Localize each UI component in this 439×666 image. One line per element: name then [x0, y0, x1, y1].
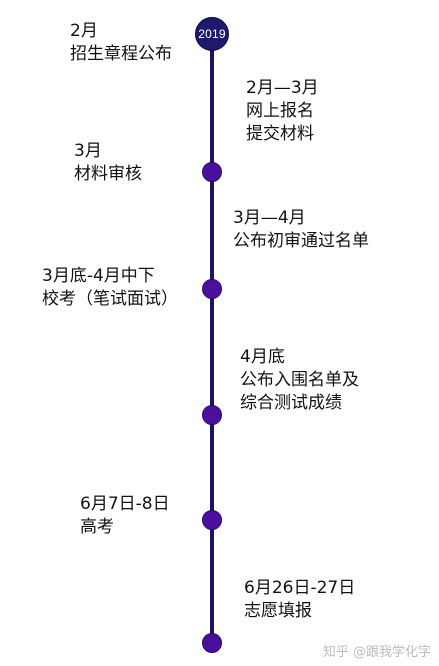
event-date: 3月—4月	[233, 208, 306, 228]
timeline-dot	[202, 279, 222, 299]
event-text: 校考（笔试面试）	[42, 289, 178, 309]
timeline-event: 6月26日-27日 志愿填报	[244, 577, 355, 623]
event-date: 2月—3月	[246, 78, 319, 98]
timeline-dot	[202, 162, 222, 182]
event-text: 提交材料	[246, 124, 314, 144]
year-marker: 2019	[195, 17, 229, 51]
event-text: 材料审核	[74, 164, 142, 184]
event-date: 4月底	[240, 347, 285, 367]
timeline-line	[210, 32, 214, 644]
year-label: 2019	[198, 27, 226, 41]
timeline-event: 4月底 公布入围名单及 综合测试成绩	[240, 346, 359, 415]
event-text: 招生章程公布	[70, 44, 172, 64]
timeline-event: 6月7日-8日 高考	[80, 493, 170, 539]
event-text: 网上报名	[246, 101, 314, 121]
timeline-event: 2月 招生章程公布	[70, 20, 172, 66]
event-text: 志愿填报	[244, 601, 312, 621]
timeline-event: 2月—3月 网上报名 提交材料	[246, 77, 319, 146]
event-text: 公布初审通过名单	[233, 231, 369, 251]
event-date: 3月	[74, 141, 102, 161]
timeline-event: 3月底-4月中下 校考（笔试面试）	[42, 265, 178, 311]
timeline-dot	[202, 405, 222, 425]
event-date: 6月26日-27日	[244, 578, 356, 598]
event-date: 2月	[70, 21, 98, 41]
event-date: 6月7日-8日	[80, 494, 170, 514]
timeline-dot	[202, 633, 222, 653]
event-text: 高考	[80, 517, 114, 537]
timeline-event: 3月—4月 公布初审通过名单	[233, 207, 369, 253]
event-date: 3月底-4月中下	[42, 266, 155, 286]
watermark: 知乎 @跟我学化字	[322, 645, 431, 660]
timeline-event: 3月 材料审核	[74, 140, 142, 186]
timeline-dot	[202, 510, 222, 530]
event-text: 综合测试成绩	[240, 393, 342, 413]
event-text: 公布入围名单及	[240, 370, 359, 390]
